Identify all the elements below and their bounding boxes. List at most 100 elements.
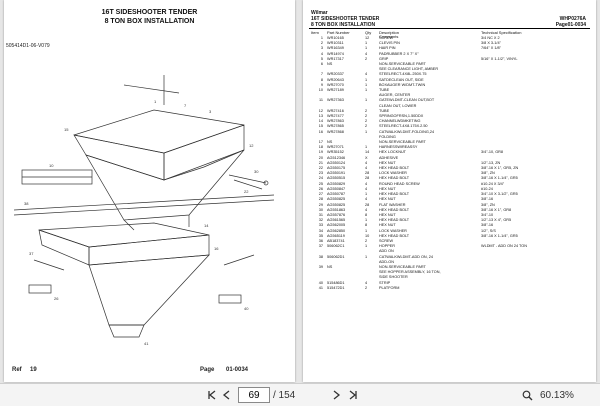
cell-item: 20 <box>318 155 323 160</box>
chevron-left-icon <box>222 390 230 400</box>
zoom-button[interactable] <box>520 387 534 403</box>
total-pages: / 154 <box>273 389 296 401</box>
cell-part-number: WR27868 <box>327 129 344 134</box>
cell-qty: 2 <box>365 114 368 119</box>
parts-subtitle: 8 TON BOX INSTALLATION <box>311 22 376 28</box>
cell-qty: 4 <box>365 51 368 56</box>
prev-page-button[interactable] <box>221 387 233 403</box>
cell-tech-spec: 1/2", S/S <box>481 228 496 233</box>
cell-tech-spec: 1/2"-13, ZN <box>481 160 501 165</box>
cell-qty: 1 <box>365 41 368 46</box>
cell-part-number: AG550829 <box>327 181 346 186</box>
cell-description: HAIR PIN <box>379 46 396 51</box>
left-page-subtitle: 8 TON BOX INSTALLATION <box>104 18 195 25</box>
cell-item: 38 <box>318 254 323 259</box>
cell-item: 3 <box>320 46 323 51</box>
cell-item: 39 <box>318 264 323 269</box>
cell-description: PADRUBBER 2 X 7" X" <box>379 51 419 56</box>
cell-qty: 8 <box>365 212 368 217</box>
cell-description: TUBE <box>379 108 390 113</box>
cell-description: SEE HOPPER ASSEMBLY, 16 TON, <box>379 270 441 275</box>
page-number-input[interactable] <box>238 387 270 403</box>
cell-qty: 2 <box>365 119 368 124</box>
svg-text:10: 10 <box>49 163 54 168</box>
cell-item: 17 <box>318 140 323 145</box>
cell-qty: 4 <box>365 181 368 186</box>
cell-item: 31 <box>318 212 323 217</box>
cell-description: HEX HEAD BOLT <box>379 166 410 171</box>
cell-tech-spec: 1/2"-13 X 4", GR5 <box>481 218 512 223</box>
cell-qty: 2 <box>365 108 368 113</box>
cell-item: 8 <box>320 77 323 82</box>
cell-description: BOXAUGER W/DMT-TWIN <box>379 82 426 87</box>
cell-item: 34 <box>318 228 323 233</box>
cell-part-number: AG550515 <box>327 176 346 181</box>
cell-part-number: WR27363 <box>327 98 344 103</box>
cell-item: 35 <box>318 233 323 238</box>
drawing-id: 505414D1-06-V079 <box>6 43 50 49</box>
svg-text:22: 22 <box>244 189 249 194</box>
svg-text:12: 12 <box>249 143 254 148</box>
footer-ref-value: 19 <box>30 367 37 373</box>
table-row: AUGER, CENTER <box>311 93 591 98</box>
cell-qty: 1 <box>365 77 368 82</box>
first-page-button[interactable] <box>205 387 219 403</box>
cell-tech-spec: #10-24 X 3/4" <box>481 181 505 186</box>
cell-part-number: NS <box>327 140 333 145</box>
cell-item: 13 <box>318 114 323 119</box>
cell-part-number: AG565119 <box>327 233 345 238</box>
svg-text:14: 14 <box>204 223 209 228</box>
cell-qty: 1 <box>365 228 368 233</box>
cell-description: SEE CLEARANCE LIGHT, AMBER <box>379 67 439 72</box>
cell-part-number: AG562005 <box>327 223 346 228</box>
cell-tech-spec: 3/4 NC X 2 <box>481 36 500 40</box>
doc-code: WHP0276A <box>559 16 586 22</box>
left-page: 16T SIDESHOOTER TENDER 8 TON BOX INSTALL… <box>4 0 295 382</box>
cell-part-number: WR16349 <box>327 46 344 51</box>
cell-part-number: AG550124 <box>327 160 346 165</box>
cell-item: 40 <box>318 280 323 285</box>
svg-text:15: 15 <box>64 127 69 132</box>
zoom-level[interactable]: 60.13% <box>540 389 574 401</box>
cell-item: 19 <box>318 150 323 155</box>
cell-item: 12 <box>318 108 323 113</box>
cell-qty: 1 <box>365 254 368 259</box>
cell-description: GRIP <box>379 56 389 61</box>
header-rule <box>309 28 590 29</box>
cell-part-number: AG550191 <box>327 171 346 176</box>
table-row: SEE CLEARANCE LIGHT, AMBER <box>311 67 591 72</box>
cell-part-number: 515472D1 <box>327 285 345 290</box>
cell-qty: 28 <box>365 171 370 176</box>
cell-qty: 12 <box>365 36 370 40</box>
cell-item: 23 <box>318 171 323 176</box>
table-row: FOLDING <box>311 135 591 140</box>
cell-tech-spec: 3/8"-16 <box>481 197 494 202</box>
last-page-button[interactable] <box>346 387 360 403</box>
chevron-right-icon <box>333 390 341 400</box>
cell-description: CATWALKWLDMT-FOLDING,24 <box>379 129 435 134</box>
svg-text:40: 40 <box>244 306 249 311</box>
cell-part-number: 506062C1 <box>327 244 345 249</box>
cell-part-number: AG550787 <box>327 192 346 197</box>
cell-qty: 1 <box>365 244 368 249</box>
table-row: ADD ON <box>311 249 591 254</box>
cell-description: HEX HEAD BOLT <box>379 233 410 238</box>
footer-ref-label: Ref <box>12 367 22 373</box>
cell-item: 1 <box>320 36 323 40</box>
cell-qty: 14 <box>365 150 370 155</box>
cell-qty: 10 <box>365 233 370 238</box>
next-page-button[interactable] <box>330 387 342 403</box>
svg-text:26: 26 <box>54 296 59 301</box>
